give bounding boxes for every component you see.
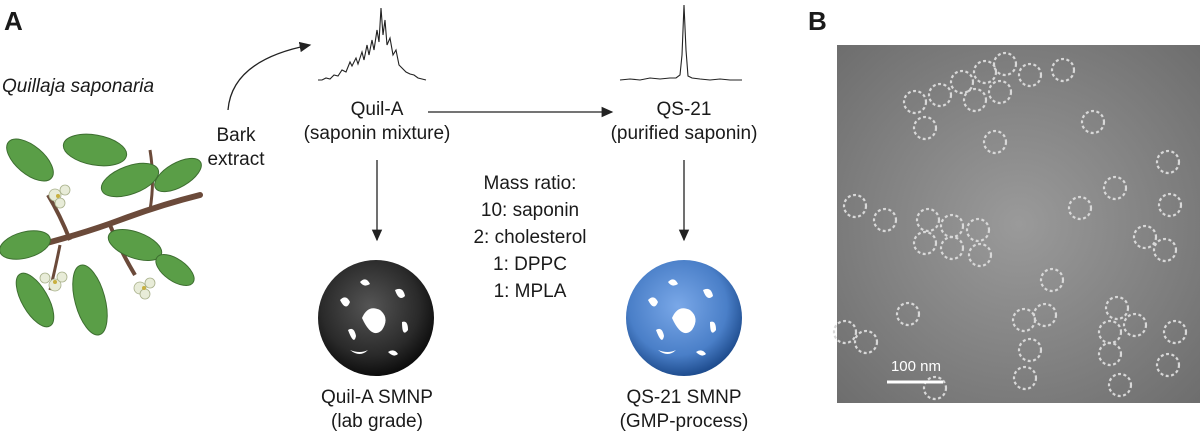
quila-label-line2: (saponin mixture) xyxy=(303,123,451,144)
mass-ratio-cholesterol: 2: cholesterol xyxy=(473,227,587,248)
qs21-smnp-label: QS-21 SMNP (GMP-process) xyxy=(584,386,784,434)
quila-smnp-line2: (lab grade) xyxy=(331,411,423,432)
mass-ratio-title: Mass ratio: xyxy=(483,173,577,194)
mass-ratio-saponin: 10: saponin xyxy=(480,200,580,221)
qs21-label: QS-21 (purified saponin) xyxy=(584,98,784,146)
quila-smnp-label: Quil-A SMNP (lab grade) xyxy=(277,386,477,434)
quila-smnp-line1: Quil-A SMNP xyxy=(321,387,433,408)
bark-label-line1: Bark xyxy=(216,125,256,146)
qs21-chromatogram xyxy=(619,4,742,81)
qs21-label-line2: (purified saponin) xyxy=(610,123,758,144)
mass-ratio-block: Mass ratio: 10: saponin 2: cholesterol 1… xyxy=(440,170,620,305)
quila-label: Quil-A (saponin mixture) xyxy=(277,98,477,146)
quila-label-line1: Quil-A xyxy=(350,99,404,120)
qs21-label-line1: QS-21 xyxy=(656,99,712,120)
qs21-smnp-particle xyxy=(626,260,742,376)
panel-a-letter: A xyxy=(4,6,23,36)
quillaja-branch-illustration xyxy=(0,133,203,336)
scale-bar-label: 100 nm xyxy=(890,358,942,375)
panel-b-letter: B xyxy=(808,6,827,36)
quila-chromatogram xyxy=(318,7,427,81)
bark-extract-label: Bark extract xyxy=(196,124,276,172)
mass-ratio-dppc: 1: DPPC xyxy=(493,254,567,275)
qs21-smnp-line2: (GMP-process) xyxy=(619,411,749,432)
species-label: Quillaja saponaria xyxy=(2,76,155,97)
quila-smnp-particle xyxy=(318,260,434,376)
bark-to-quila-arrow xyxy=(227,41,312,111)
bark-label-line2: extract xyxy=(207,149,265,170)
qs21-smnp-line1: QS-21 SMNP xyxy=(626,387,742,408)
em-micrograph xyxy=(832,45,1200,403)
mass-ratio-mpla: 1: MPLA xyxy=(493,281,567,302)
